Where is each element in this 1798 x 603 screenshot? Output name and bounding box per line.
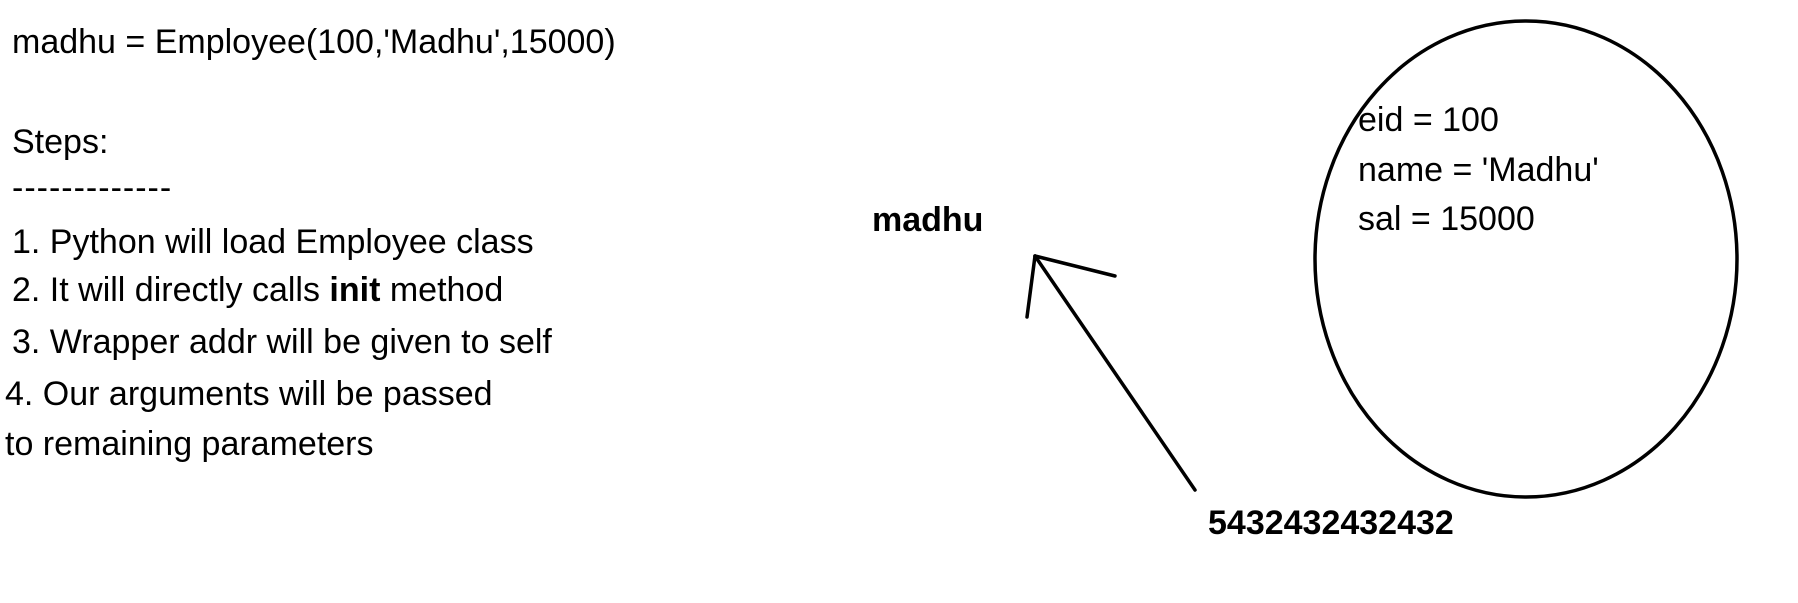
step-1-text: 1. Python will load Employee class	[12, 223, 534, 261]
object-field-name: name = 'Madhu'	[1358, 151, 1599, 189]
step-2-text: 2. It will directly calls	[12, 271, 330, 309]
step-2-bold-keyword: init	[329, 271, 381, 309]
reference-variable-label: madhu	[872, 201, 984, 239]
step-1: 1. Python will load Employee class	[12, 222, 534, 262]
object-ellipse	[1313, 19, 1739, 499]
arrow-head-right	[1033, 254, 1117, 278]
step-3-text: 3. Wrapper addr will be given to self	[12, 323, 552, 361]
step-4-line-2: to remaining parameters	[5, 425, 374, 463]
steps-heading: Steps:	[12, 123, 109, 161]
code-line: madhu = Employee(100,'Madhu',15000)	[12, 23, 616, 61]
step-4-line-1: 4. Our arguments will be passed	[5, 375, 493, 413]
step-2-suffix: method	[380, 271, 504, 309]
arrow-head-left	[1025, 254, 1037, 319]
object-field-sal: sal = 15000	[1358, 200, 1535, 238]
object-field-eid: eid = 100	[1358, 101, 1499, 139]
object-address-label: 5432432432432	[1208, 504, 1454, 542]
steps-underline: -------------	[12, 169, 173, 207]
arrow-shaft	[1033, 254, 1197, 492]
step-2: 2. It will directly calls init method	[12, 270, 503, 310]
step-3: 3. Wrapper addr will be given to self	[12, 322, 552, 362]
